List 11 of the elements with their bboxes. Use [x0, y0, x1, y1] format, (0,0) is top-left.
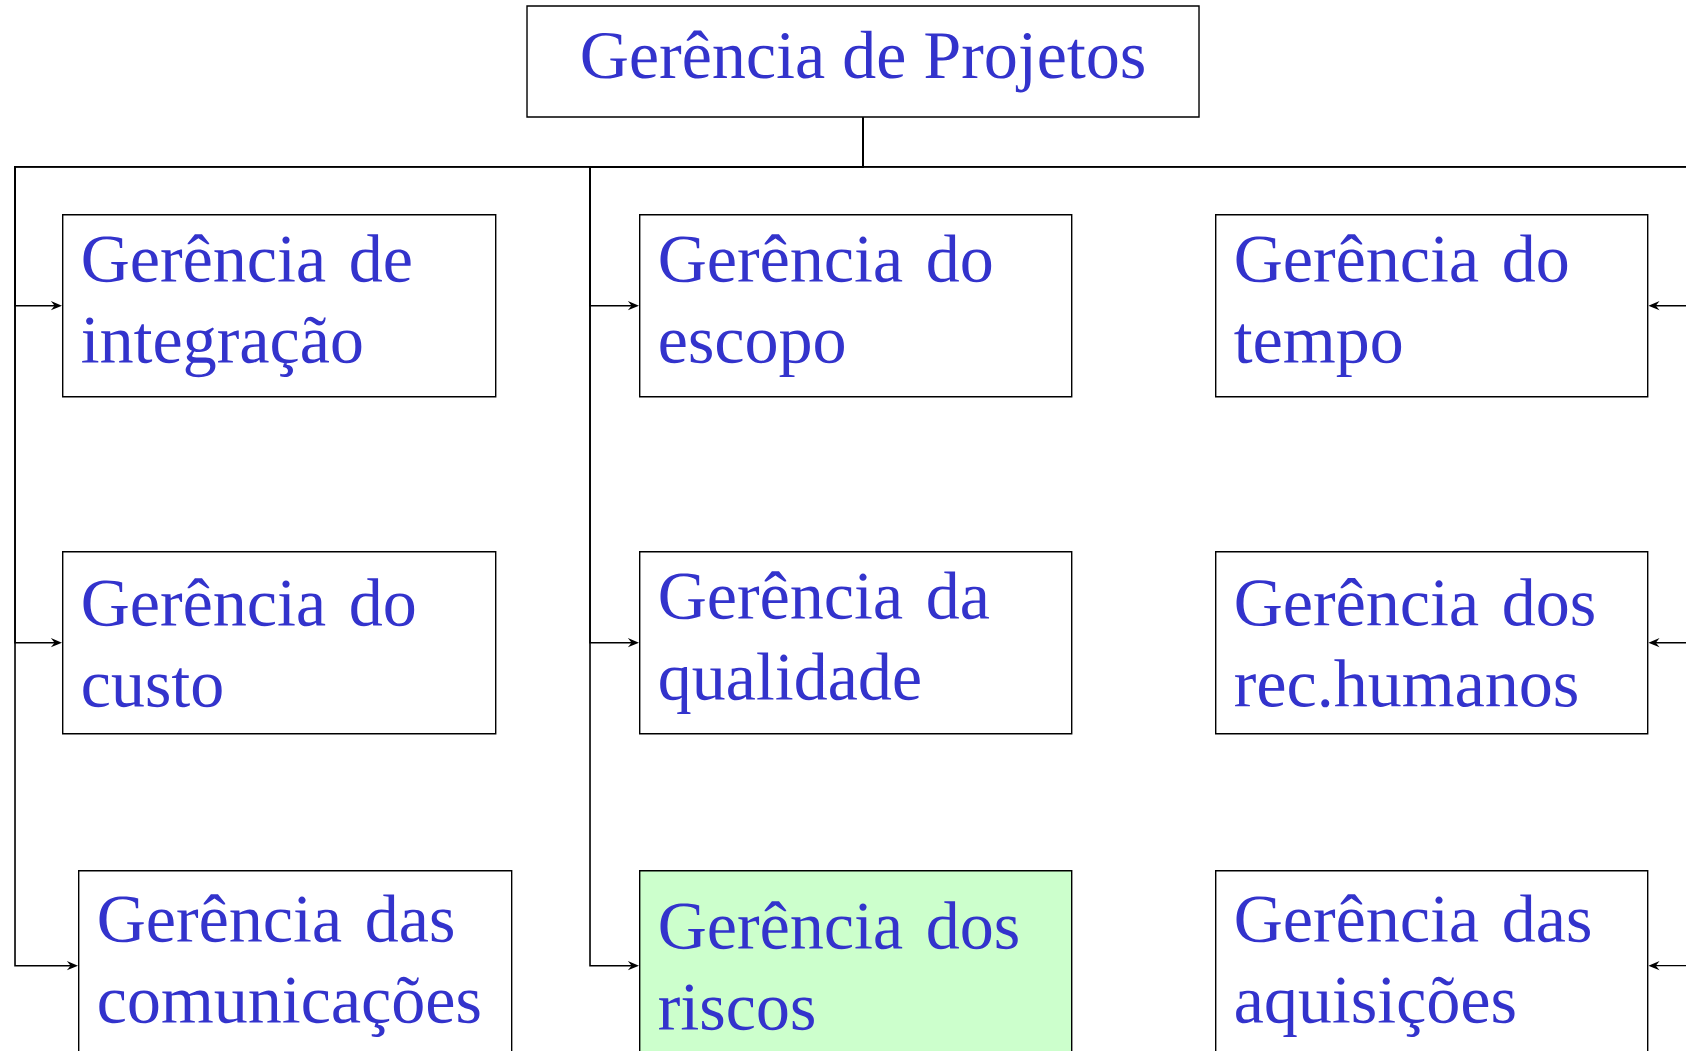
process-box: Gerência dos rec.humanos: [1215, 551, 1649, 735]
arrow: [862, 116, 1686, 971]
process-box: Gerência das aquisições: [1215, 870, 1649, 1051]
process-box: Gerência do tempo: [1215, 214, 1649, 398]
process-box: Gerência dos riscos: [639, 870, 1073, 1051]
title-box: Gerência de Projetos: [526, 5, 1200, 118]
process-box: Gerência de integração: [62, 214, 497, 398]
process-box: Gerência do escopo: [639, 214, 1073, 398]
process-box: Gerência das comunicações: [78, 870, 513, 1051]
process-box: Gerência do custo: [62, 551, 497, 735]
process-box: Gerência da qualidade: [639, 551, 1073, 735]
